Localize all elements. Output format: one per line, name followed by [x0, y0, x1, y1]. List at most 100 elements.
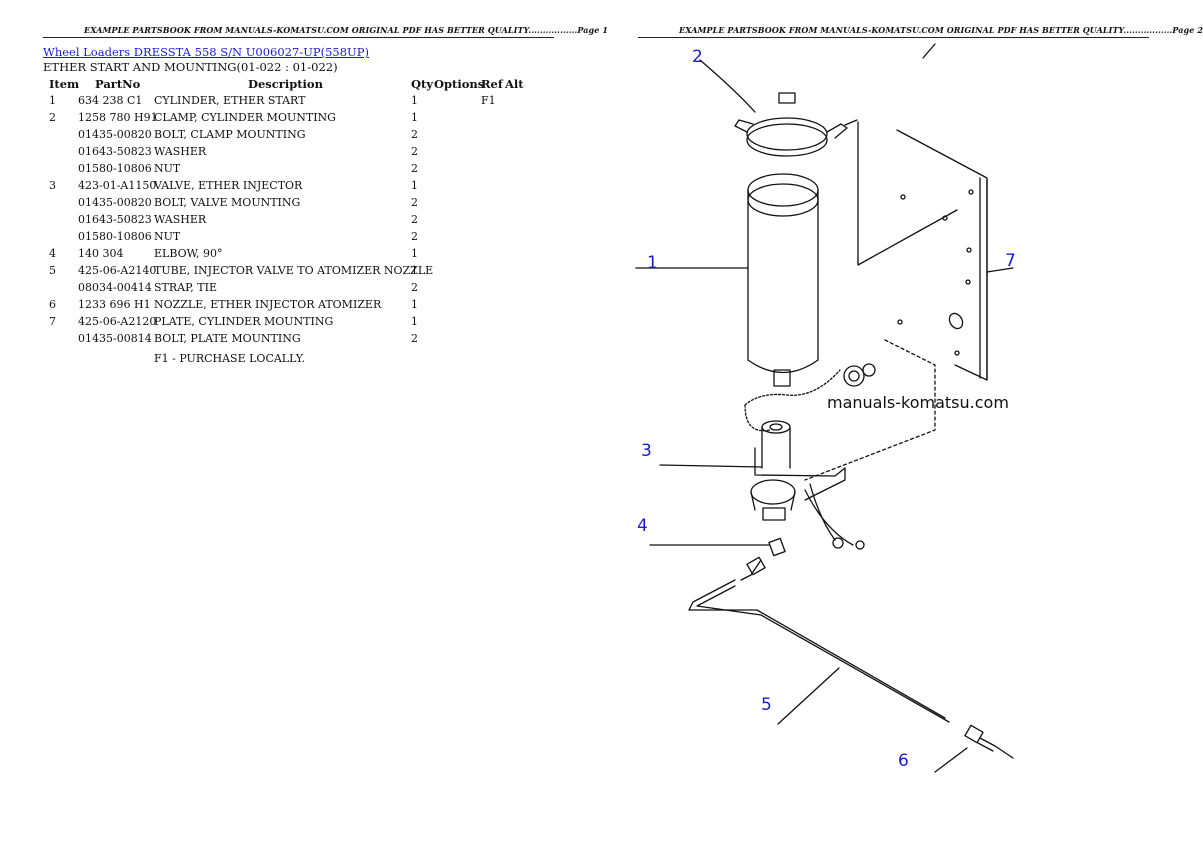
row-partno: 1258 780 H91	[78, 111, 158, 124]
page-header: EXAMPLE PARTSBOOK FROM MANUALS-KOMATSU.C…	[84, 25, 608, 35]
row-partno: 01580-10806	[78, 230, 152, 243]
row-item-no: 3	[49, 179, 56, 192]
row-item-no: 7	[49, 315, 56, 328]
row-qty: 2	[411, 332, 418, 345]
row-partno: 425-06-A2140	[78, 264, 157, 277]
row-partno: 01435-00820	[78, 196, 152, 209]
row-qty: 1	[411, 315, 418, 328]
row-partno: 08034-00414	[78, 281, 152, 294]
row-description: NOZZLE, ETHER INJECTOR ATOMIZER	[154, 298, 382, 311]
row-ref: F1	[481, 94, 496, 107]
col-partno: PartNo	[95, 77, 141, 91]
row-qty: 1	[411, 298, 418, 311]
callout-1: 1	[647, 253, 658, 273]
row-partno: 423-01-A1150	[78, 179, 157, 192]
col-qty: Qty	[411, 77, 434, 91]
header-rule	[638, 37, 1149, 38]
tube-drawing	[688, 579, 950, 723]
row-qty: 2	[411, 213, 418, 226]
row-qty: 1	[411, 264, 418, 277]
row-qty: 1	[411, 94, 418, 107]
table-row: 1 634 238 C1 CYLINDER, ETHER START 1 F1	[0, 94, 560, 111]
page-header: EXAMPLE PARTSBOOK FROM MANUALS-KOMATSU.C…	[679, 25, 1203, 35]
row-description: VALVE, ETHER INJECTOR	[154, 179, 303, 192]
row-description: NUT	[154, 162, 181, 175]
callout-2: 2	[692, 47, 703, 67]
row-item-no: 4	[49, 247, 56, 260]
row-description: ELBOW, 90°	[154, 247, 223, 260]
row-description: CLAMP, CYLINDER MOUNTING	[154, 111, 336, 124]
callout-4: 4	[637, 516, 648, 536]
cylinder-drawing	[747, 173, 819, 387]
exploded-parts-diagram: 2 1 7 3 4 5 6 manuals-komatsu.com	[635, 43, 1016, 773]
col-item: Item	[49, 77, 80, 91]
diagram-page: EXAMPLE PARTSBOOK FROM MANUALS-KOMATSU.C…	[595, 0, 1203, 842]
nozzle-drawing	[964, 724, 1014, 759]
row-qty: 1	[411, 247, 418, 260]
model-title-link[interactable]: Wheel Loaders DRESSTA 558 S/N U006027-UP…	[43, 45, 369, 59]
row-item-no: 2	[49, 111, 56, 124]
section-subtitle: ETHER START AND MOUNTING(01-022 : 01-022…	[43, 60, 338, 74]
valve-drawing	[750, 363, 876, 550]
row-item-no: 5	[49, 264, 56, 277]
row-item-no: 1	[49, 94, 56, 107]
header-rule	[43, 37, 554, 38]
row-description: CYLINDER, ETHER START	[154, 94, 306, 107]
row-qty: 2	[411, 128, 418, 141]
watermark: manuals-komatsu.com	[827, 393, 1009, 412]
row-description: BOLT, PLATE MOUNTING	[154, 332, 301, 345]
col-description: Description	[248, 77, 323, 91]
row-qty: 2	[411, 230, 418, 243]
footnote: F1 - PURCHASE LOCALLY.	[154, 352, 306, 365]
callout-7: 7	[1005, 251, 1016, 271]
leader-lines	[635, 59, 1014, 773]
stray-line	[922, 43, 936, 59]
row-qty: 2	[411, 162, 418, 175]
row-partno: 634 238 C1	[78, 94, 143, 107]
row-description: WASHER	[154, 213, 207, 226]
row-qty: 2	[411, 281, 418, 294]
row-description: WASHER	[154, 145, 207, 158]
callout-6: 6	[898, 751, 909, 771]
row-description: PLATE, CYLINDER MOUNTING	[154, 315, 334, 328]
col-ref: Ref	[481, 77, 503, 91]
row-partno: 140 304	[78, 247, 124, 260]
row-description: BOLT, VALVE MOUNTING	[154, 196, 301, 209]
row-partno: 01580-10806	[78, 162, 152, 175]
row-partno: 425-06-A2120	[78, 315, 157, 328]
row-partno: 01435-00814	[78, 332, 152, 345]
callout-3: 3	[641, 441, 652, 461]
clamp-drawing	[734, 92, 858, 157]
col-options: Options	[434, 77, 485, 91]
row-item-no: 6	[49, 298, 56, 311]
row-partno: 1233 696 H1	[78, 298, 151, 311]
row-description: STRAP, TIE	[154, 281, 217, 294]
row-partno: 01643-50823	[78, 145, 152, 158]
row-description: NUT	[154, 230, 181, 243]
row-qty: 2	[411, 196, 418, 209]
row-qty: 1	[411, 179, 418, 192]
row-qty: 1	[411, 111, 418, 124]
row-partno: 01435-00820	[78, 128, 152, 141]
elbow-drawing	[740, 537, 786, 581]
col-alt: Alt	[505, 77, 524, 91]
row-qty: 2	[411, 145, 418, 158]
parts-list-page: EXAMPLE PARTSBOOK FROM MANUALS-KOMATSU.C…	[0, 0, 608, 842]
row-partno: 01643-50823	[78, 213, 152, 226]
row-description: BOLT, CLAMP MOUNTING	[154, 128, 306, 141]
callout-5: 5	[761, 695, 772, 715]
row-description: TUBE, INJECTOR VALVE TO ATOMIZER NOZZLE	[154, 264, 434, 277]
